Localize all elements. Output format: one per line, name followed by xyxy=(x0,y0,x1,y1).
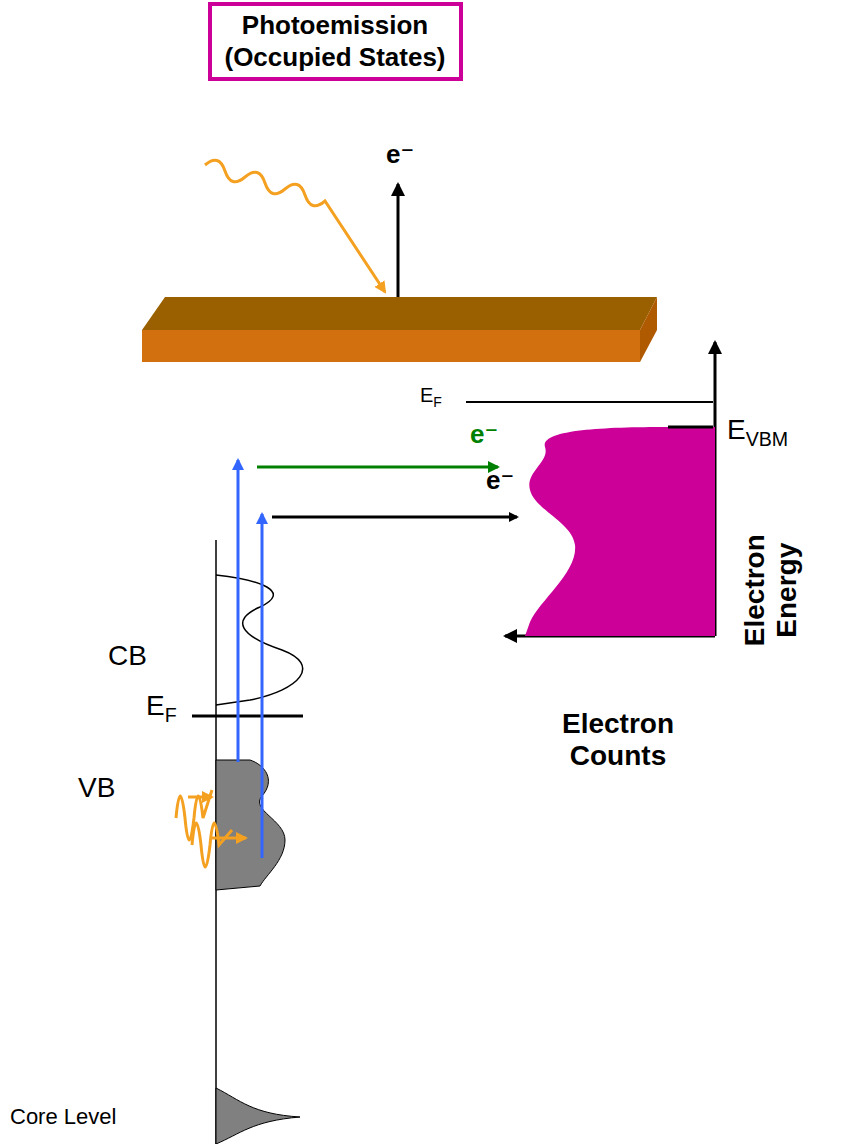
fermi-level-label: EF xyxy=(420,384,442,410)
level-label: Core Level xyxy=(10,1104,116,1129)
core-level-peak xyxy=(216,1088,300,1144)
excitation-arrow xyxy=(237,460,240,762)
conduction-band xyxy=(216,575,303,705)
vbm-label: EVBM xyxy=(727,414,788,450)
electron-arrow xyxy=(397,184,400,300)
electron-label: e⁻ xyxy=(486,466,514,496)
spectrum-shape xyxy=(525,427,715,636)
electron-label: e⁻ xyxy=(386,140,414,170)
band-label: CB xyxy=(108,640,147,672)
band-label: VB xyxy=(78,772,115,804)
slab-front xyxy=(142,330,640,362)
photon-arrow xyxy=(188,796,212,799)
electron-transfer-arrow xyxy=(272,516,517,519)
photon-wave xyxy=(192,823,232,867)
fermi-level-label: EF xyxy=(146,690,177,726)
box-title: Photoemission (Occupied States) xyxy=(222,10,449,72)
slab-top xyxy=(142,297,657,330)
slab-side xyxy=(640,297,657,362)
fermi-line xyxy=(192,715,303,718)
vbm-tick xyxy=(668,426,713,429)
electron-transfer-arrow xyxy=(257,466,498,469)
fermi-line xyxy=(466,401,713,403)
valence-band xyxy=(216,760,285,890)
axis-label: Electron Counts xyxy=(533,708,703,772)
axis-label: Electron Energy xyxy=(739,515,803,665)
photon-arrow xyxy=(210,837,246,840)
photon-wave xyxy=(205,160,385,292)
excitation-arrow xyxy=(261,514,264,858)
electron-label: e⁻ xyxy=(470,420,498,450)
title-box: Photoemission (Occupied States) xyxy=(208,2,463,81)
